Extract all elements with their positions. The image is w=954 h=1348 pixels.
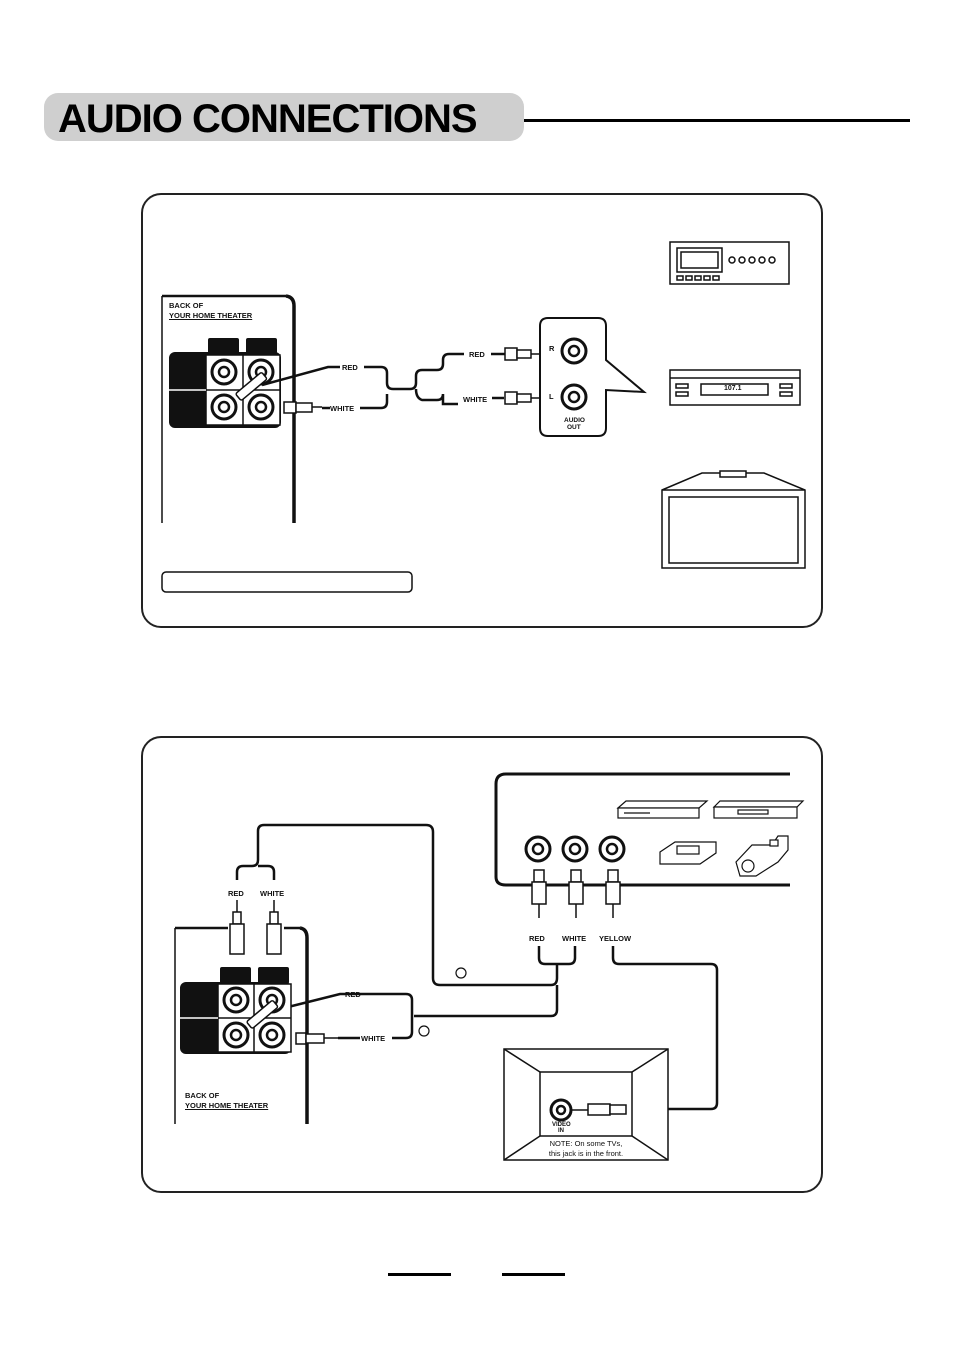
- red-mid-label: RED: [529, 934, 545, 943]
- red-top-label: RED: [228, 889, 244, 898]
- video-in-label-line2: IN: [558, 1128, 564, 1134]
- jack-l-label: L: [549, 392, 554, 401]
- page-number-rule-right: [502, 1273, 565, 1276]
- tv-note: NOTE: On some TVs, this jack is in the f…: [540, 1139, 632, 1159]
- plugs-audio-out-1: [505, 348, 540, 404]
- back-label-2-line2: YOUR HOME THEATER: [185, 1101, 268, 1110]
- tv-note-line1: NOTE: On some TVs,: [540, 1139, 632, 1149]
- tuner-display: 107.1: [724, 385, 742, 392]
- audio-out-label-line1: AUDIO: [564, 417, 585, 424]
- page-number-rule-left: [388, 1273, 451, 1276]
- back-label-2-line1: BACK OF: [185, 1091, 219, 1100]
- white-mid-label: WHITE: [562, 934, 586, 943]
- back-label-1-line2: YOUR HOME THEATER: [169, 311, 252, 320]
- receiver-device: [670, 242, 789, 284]
- jack-r-label: R: [549, 344, 554, 353]
- tv-note-line2: this jack is in the front.: [540, 1149, 632, 1159]
- white-top-label: WHITE: [260, 889, 284, 898]
- caption-box-1: [162, 572, 412, 592]
- tv-device-1: [662, 471, 805, 568]
- cable-white-left-label: WHITE: [330, 404, 354, 413]
- yellow-mid-label: YELLOW: [599, 934, 631, 943]
- cable-red-label-2: RED: [345, 990, 361, 999]
- cable-white-label-2: WHITE: [361, 1034, 385, 1043]
- audio-out-label-line2: OUT: [567, 424, 581, 431]
- diagram-panel-2: [141, 736, 823, 1193]
- cable-red-right-label: RED: [469, 350, 485, 359]
- cable-red-left-label: RED: [342, 363, 358, 372]
- back-label-1-line1: BACK OF: [169, 301, 203, 310]
- cable-white-right-label: WHITE: [463, 395, 487, 404]
- audio-out-callout: [540, 318, 644, 436]
